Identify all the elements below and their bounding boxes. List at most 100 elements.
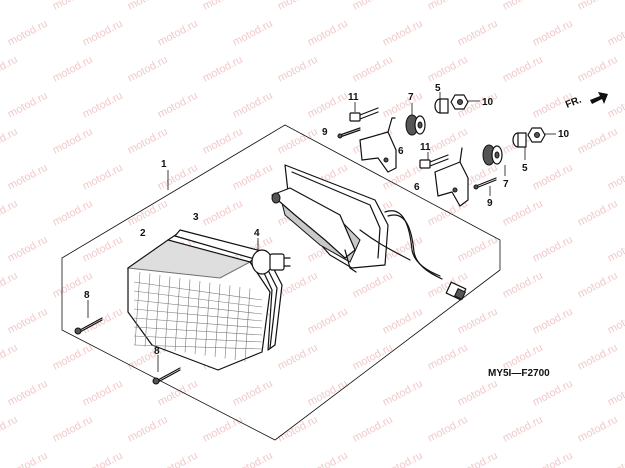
watermark-text: motod.ru xyxy=(81,306,125,337)
watermark-text: motod.ru xyxy=(6,234,50,265)
part-number-2: 2 xyxy=(140,228,146,239)
watermark-text: motod.ru xyxy=(51,0,95,13)
watermark-text: motod.ru xyxy=(456,450,500,468)
watermark-text: motod.ru xyxy=(0,54,20,85)
lens-grid-line xyxy=(133,281,263,301)
watermark-text: motod.ru xyxy=(351,0,395,13)
watermark-text: motod.ru xyxy=(51,198,95,229)
lens-grid-line xyxy=(174,277,181,352)
part-number-7-upper: 7 xyxy=(408,92,414,103)
wire-harness xyxy=(384,210,467,301)
watermark-text: motod.ru xyxy=(306,378,350,409)
watermark-text: motod.ru xyxy=(606,306,625,337)
part-number-11-lower: 11 xyxy=(420,142,431,153)
part-number-10-lower: 10 xyxy=(558,129,570,140)
part-number-7-lower: 7 xyxy=(503,179,509,190)
lens-grid-line xyxy=(133,308,263,322)
lens-grid-pattern xyxy=(133,271,263,362)
watermark-text: motod.ru xyxy=(231,162,275,193)
part-number-6-upper: 6 xyxy=(398,146,404,157)
watermark-text: motod.ru xyxy=(426,54,470,85)
watermark-text: motod.ru xyxy=(51,54,95,85)
watermark-text: motod.ru xyxy=(306,450,350,468)
watermark-text: motod.ru xyxy=(6,378,50,409)
screw-8-lower xyxy=(152,355,181,385)
watermark-text: motod.ru xyxy=(51,342,95,373)
bulb xyxy=(251,238,291,275)
watermark-text: motod.ru xyxy=(231,18,275,49)
watermark-text: motod.ru xyxy=(51,414,95,445)
watermark-text: motod.ru xyxy=(81,378,125,409)
watermark-text: motod.ru xyxy=(426,126,470,157)
part-number-8-lower: 8 xyxy=(154,346,160,357)
watermark-text: motod.ru xyxy=(531,450,575,468)
watermark-text: motod.ru xyxy=(201,126,245,157)
watermark-text: motod.ru xyxy=(531,306,575,337)
watermark-text: motod.ru xyxy=(501,414,545,445)
watermark-text: motod.ru xyxy=(126,54,170,85)
part-number-9-upper: 9 xyxy=(322,127,328,138)
watermark-text: motod.ru xyxy=(276,0,320,13)
watermark-text: motod.ru xyxy=(381,450,425,468)
watermark-text: motod.ru xyxy=(531,234,575,265)
lens-grid-line xyxy=(224,285,231,359)
watermark-text: motod.ru xyxy=(0,0,20,13)
watermark-text: motod.ru xyxy=(456,378,500,409)
watermark-text: motod.ru xyxy=(81,18,125,49)
watermark-text: motod.ru xyxy=(576,270,620,301)
watermark-text: motod.ru xyxy=(306,18,350,49)
watermark-text: motod.ru xyxy=(201,0,245,13)
watermark-text: motod.ru xyxy=(156,18,200,49)
front-arrow-icon xyxy=(590,92,608,104)
watermark-text: motod.ru xyxy=(576,414,620,445)
part-number-8-upper: 8 xyxy=(84,290,90,301)
part-number-10-upper: 10 xyxy=(482,97,494,108)
watermark-text: motod.ru xyxy=(201,198,245,229)
watermark-text: motod.ru xyxy=(126,0,170,13)
watermark-text: motod.ru xyxy=(306,306,350,337)
taillight-housing xyxy=(271,164,411,273)
lens-grid-line xyxy=(133,290,263,308)
watermark-text: motod.ru xyxy=(201,414,245,445)
watermark-text: motod.ru xyxy=(531,162,575,193)
lens-grid-line xyxy=(133,326,263,336)
watermark-text: motod.ru xyxy=(6,306,50,337)
watermark-text: motod.ru xyxy=(81,234,125,265)
part-number-9-lower: 9 xyxy=(487,198,493,209)
watermark-text: motod.ru xyxy=(501,270,545,301)
lens-grid-line xyxy=(204,282,211,356)
watermark-text: motod.ru xyxy=(81,450,125,468)
diagram-code: MY5I—F2700 xyxy=(488,368,550,379)
watermark-text: motod.ru xyxy=(81,162,125,193)
watermark-text: motod.ru xyxy=(0,126,20,157)
assembly-outline xyxy=(61,124,501,441)
watermark-text: motod.ru xyxy=(576,54,620,85)
watermark-text: motod.ru xyxy=(81,90,125,121)
watermark-text: motod.ru xyxy=(231,450,275,468)
watermark-text: motod.ru xyxy=(606,450,625,468)
watermark-text: motod.ru xyxy=(606,90,625,121)
lens-grid-line xyxy=(234,286,241,361)
part-number-6-lower: 6 xyxy=(414,182,420,193)
part-number-5-upper: 5 xyxy=(435,83,441,94)
part-number-3: 3 xyxy=(193,212,199,223)
watermark-text: motod.ru xyxy=(276,414,320,445)
watermark-text: motod.ru xyxy=(231,90,275,121)
watermark-text: motod.ru xyxy=(126,414,170,445)
watermark-text: motod.ru xyxy=(426,0,470,13)
watermark-text: motod.ru xyxy=(576,342,620,373)
watermark-text: motod.ru xyxy=(201,54,245,85)
watermark-text: motod.ru xyxy=(0,198,20,229)
upper-bracket-group xyxy=(337,92,480,173)
watermark-text: motod.ru xyxy=(0,414,20,445)
lens-grid-line xyxy=(244,288,251,362)
watermark-text: motod.ru xyxy=(126,126,170,157)
watermark-text: motod.ru xyxy=(351,270,395,301)
part-number-5-lower: 5 xyxy=(522,163,528,174)
watermark-text: motod.ru xyxy=(576,126,620,157)
watermark-text: motod.ru xyxy=(501,0,545,13)
watermark-text: motod.ru xyxy=(351,342,395,373)
watermark-text: motod.ru xyxy=(351,414,395,445)
